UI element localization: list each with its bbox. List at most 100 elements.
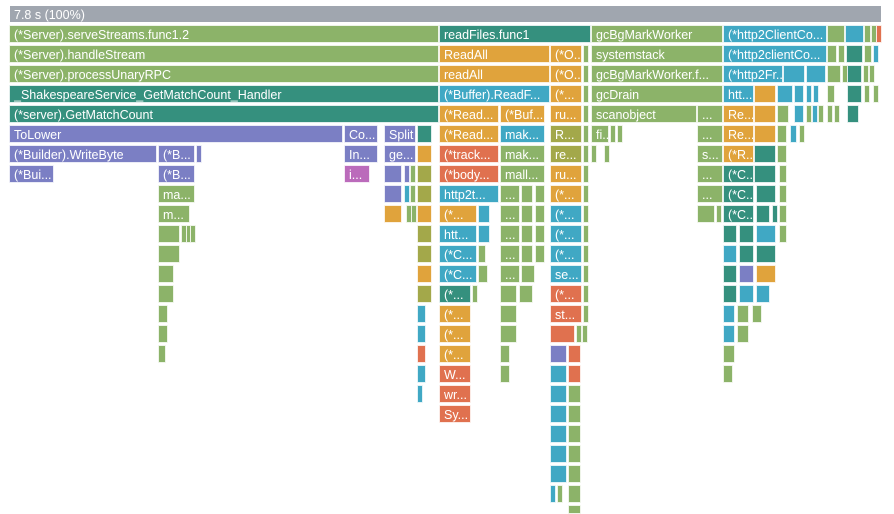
flame-frame-unlabeled[interactable] xyxy=(772,205,778,223)
flame-frame-unlabeled[interactable] xyxy=(417,185,432,203)
flame-frame-unlabeled[interactable] xyxy=(550,425,567,443)
flame-frame[interactable]: (*... xyxy=(439,325,471,343)
flame-frame[interactable]: _ShakespeareService_GetMatchCount_Handle… xyxy=(9,85,439,103)
flame-frame-unlabeled[interactable] xyxy=(827,25,845,43)
flame-frame-unlabeled[interactable] xyxy=(417,285,432,303)
flame-frame[interactable]: se... xyxy=(550,265,582,283)
flame-frame[interactable]: ... xyxy=(500,185,520,203)
flame-frame-unlabeled[interactable] xyxy=(779,185,787,203)
flame-frame-unlabeled[interactable] xyxy=(583,165,589,183)
flame-frame[interactable]: (*Server).serveStreams.func1.2 xyxy=(9,25,439,43)
flame-frame-unlabeled[interactable] xyxy=(478,205,490,223)
flame-frame[interactable]: (*... xyxy=(550,85,582,103)
flame-frame[interactable]: ru... xyxy=(550,105,582,123)
flame-frame-unlabeled[interactable] xyxy=(472,285,478,303)
flame-frame-unlabeled[interactable] xyxy=(806,65,826,83)
flame-frame[interactable]: (*... xyxy=(550,245,582,263)
flame-frame-unlabeled[interactable] xyxy=(500,285,517,303)
flame-frame-unlabeled[interactable] xyxy=(847,105,859,123)
flame-frame[interactable]: st... xyxy=(550,305,582,323)
flame-frame-unlabeled[interactable] xyxy=(535,225,545,243)
flame-frame-unlabeled[interactable] xyxy=(739,265,754,283)
flame-frame[interactable]: ... xyxy=(500,225,520,243)
flame-frame[interactable]: (*... xyxy=(550,185,582,203)
flame-frame[interactable]: (*C... xyxy=(723,185,754,203)
flame-frame[interactable]: (*Builder).WriteByte xyxy=(9,145,157,163)
flame-frame-unlabeled[interactable] xyxy=(827,45,837,63)
flame-frame-unlabeled[interactable] xyxy=(794,85,804,103)
flame-frame-unlabeled[interactable] xyxy=(799,125,805,143)
flame-frame-unlabeled[interactable] xyxy=(873,85,879,103)
flame-frame-unlabeled[interactable] xyxy=(610,125,616,143)
flame-frame-unlabeled[interactable] xyxy=(500,305,517,323)
flame-frame-unlabeled[interactable] xyxy=(417,365,426,383)
flame-frame[interactable]: htt... xyxy=(723,85,754,103)
flame-frame-unlabeled[interactable] xyxy=(864,85,870,103)
flame-frame-unlabeled[interactable] xyxy=(550,405,567,423)
flame-frame-unlabeled[interactable] xyxy=(384,185,402,203)
flame-frame-unlabeled[interactable] xyxy=(604,145,610,163)
flame-frame[interactable]: (*C... xyxy=(439,265,477,283)
flame-frame-unlabeled[interactable] xyxy=(779,165,787,183)
flame-frame-unlabeled[interactable] xyxy=(756,245,776,263)
flame-frame[interactable]: http2t... xyxy=(439,185,499,203)
flame-frame[interactable]: (*http2Fr... xyxy=(723,65,783,83)
flame-frame-unlabeled[interactable] xyxy=(794,105,804,123)
flame-frame-unlabeled[interactable] xyxy=(158,225,180,243)
flame-frame[interactable]: (*Buffer).ReadF... xyxy=(439,85,550,103)
flame-frame-unlabeled[interactable] xyxy=(521,245,533,263)
flame-frame-unlabeled[interactable] xyxy=(417,265,432,283)
flame-frame[interactable]: gcBgMarkWorker xyxy=(591,25,723,43)
flame-frame[interactable]: (*track... xyxy=(439,145,499,163)
flame-frame[interactable]: mall... xyxy=(500,165,545,183)
flame-frame-unlabeled[interactable] xyxy=(417,225,432,243)
flame-frame-unlabeled[interactable] xyxy=(568,385,581,403)
flame-frame-unlabeled[interactable] xyxy=(847,65,862,83)
flame-frame-unlabeled[interactable] xyxy=(756,205,770,223)
flame-frame-unlabeled[interactable] xyxy=(723,265,737,283)
flame-frame[interactable]: re... xyxy=(550,145,582,163)
flame-frame[interactable]: ... xyxy=(500,265,520,283)
flame-frame-unlabeled[interactable] xyxy=(723,305,735,323)
flame-frame[interactable]: mak... xyxy=(500,145,545,163)
flame-frame-unlabeled[interactable] xyxy=(521,225,533,243)
flame-frame-unlabeled[interactable] xyxy=(417,145,432,163)
flame-frame[interactable]: htt... xyxy=(439,225,477,243)
flame-frame-unlabeled[interactable] xyxy=(779,205,787,223)
flame-frame-unlabeled[interactable] xyxy=(756,285,770,303)
flame-frame-unlabeled[interactable] xyxy=(806,85,812,103)
flame-frame[interactable]: ... xyxy=(697,125,723,143)
flame-frame-unlabeled[interactable] xyxy=(500,325,517,343)
flame-frame-unlabeled[interactable] xyxy=(737,305,749,323)
flame-frame[interactable]: (*C... xyxy=(439,245,477,263)
flame-frame[interactable]: ru... xyxy=(550,165,582,183)
flame-frame-unlabeled[interactable] xyxy=(568,485,581,503)
flame-frame-unlabeled[interactable] xyxy=(478,225,490,243)
flame-frame-unlabeled[interactable] xyxy=(754,105,776,123)
flame-frame-unlabeled[interactable] xyxy=(723,225,737,243)
flame-frame-unlabeled[interactable] xyxy=(568,425,581,443)
flame-frame-unlabeled[interactable] xyxy=(873,45,879,63)
flame-frame[interactable]: Co... xyxy=(344,125,378,143)
flame-frame-unlabeled[interactable] xyxy=(583,285,589,303)
flame-frame-unlabeled[interactable] xyxy=(568,445,581,463)
flame-frame[interactable]: (*... xyxy=(439,305,471,323)
flame-frame[interactable]: (*C... xyxy=(723,165,754,183)
flame-frame-unlabeled[interactable] xyxy=(846,45,863,63)
flame-frame-unlabeled[interactable] xyxy=(521,205,533,223)
flame-frame-unlabeled[interactable] xyxy=(196,145,202,163)
flame-frame-unlabeled[interactable] xyxy=(568,405,581,423)
flame-frame-unlabeled[interactable] xyxy=(417,245,432,263)
flame-frame[interactable]: (*... xyxy=(439,205,477,223)
flame-frame-unlabeled[interactable] xyxy=(591,145,597,163)
flame-frame-unlabeled[interactable] xyxy=(417,385,423,403)
flame-frame-unlabeled[interactable] xyxy=(754,165,776,183)
flame-frame-unlabeled[interactable] xyxy=(813,85,819,103)
flame-frame[interactable]: W... xyxy=(439,365,471,383)
flame-frame[interactable]: (*... xyxy=(439,285,471,303)
flame-frame-unlabeled[interactable] xyxy=(158,245,180,263)
flame-frame[interactable]: gcBgMarkWorker.f... xyxy=(591,65,723,83)
flame-frame-unlabeled[interactable] xyxy=(158,345,166,363)
flame-frame-unlabeled[interactable] xyxy=(384,205,402,223)
